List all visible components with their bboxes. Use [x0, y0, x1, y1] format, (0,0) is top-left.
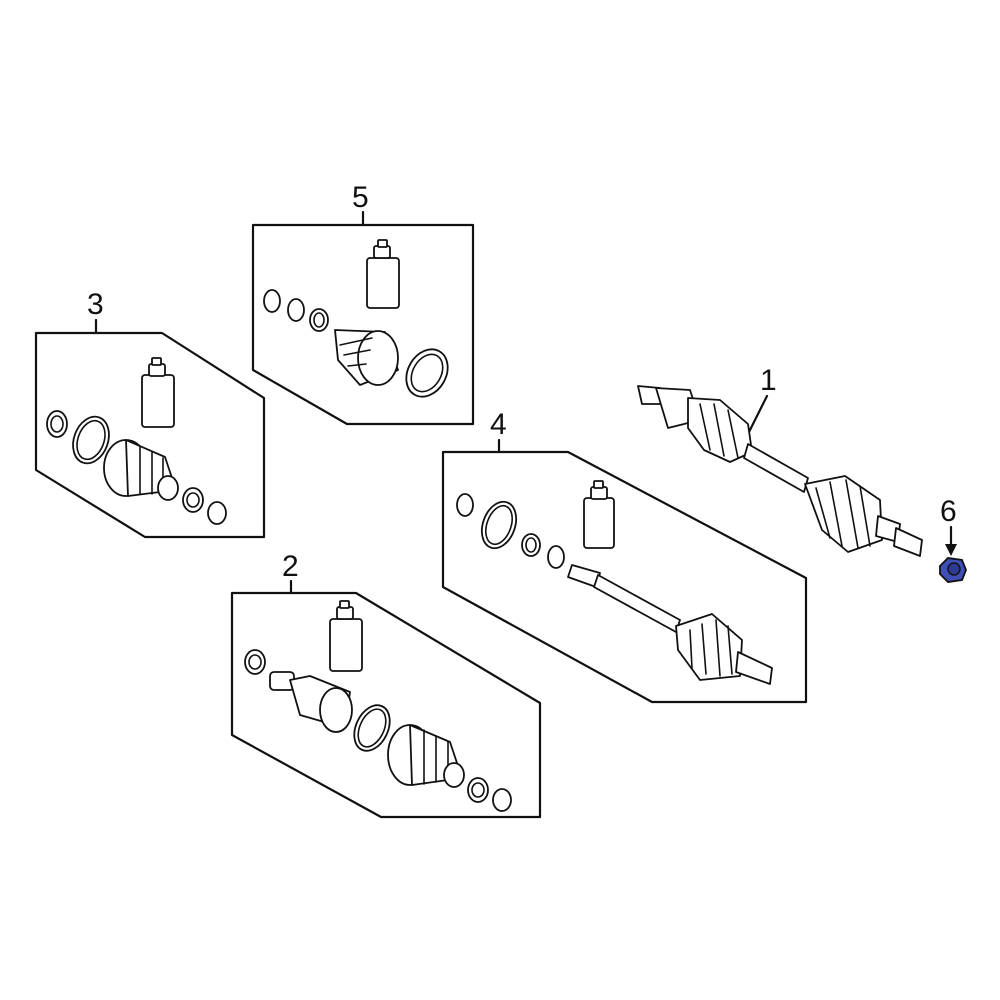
clamp-band-icon	[244, 649, 266, 675]
clamp-band-icon	[467, 777, 489, 803]
boot-ring-icon	[405, 348, 449, 398]
callout-label-3: 3	[87, 288, 104, 321]
callout-label-1: 1	[760, 364, 777, 397]
grease-tube-icon	[329, 600, 363, 672]
axle-nut-6[interactable]: 6	[939, 495, 967, 583]
callout-arrow-6	[945, 544, 957, 556]
axle-shaft-icon	[637, 385, 923, 557]
grease-tube-icon	[366, 239, 400, 309]
grease-tube-icon	[141, 357, 175, 428]
clamp-ring-icon	[287, 298, 305, 322]
clamp-ring-icon	[207, 501, 227, 525]
clamp-ring-icon	[456, 493, 474, 517]
clamp-band-icon	[46, 410, 68, 438]
kit-group-5[interactable]: 5	[251, 181, 475, 426]
kit-frame-3	[34, 331, 266, 539]
boot-ring-icon	[353, 704, 391, 752]
inner-joint-housing-icon	[269, 671, 353, 733]
kit-group-3[interactable]: 3	[34, 288, 266, 539]
callout-label-6: 6	[940, 495, 957, 528]
callout-label-2: 2	[282, 550, 299, 583]
boot-ring-icon	[480, 500, 518, 550]
callout-label-4: 4	[490, 408, 507, 441]
clamp-band-icon	[521, 533, 541, 557]
kit-group-2[interactable]: 2	[230, 550, 542, 819]
clamp-ring-icon	[547, 545, 565, 569]
boot-icon	[387, 724, 465, 788]
kit-frame-5	[251, 223, 475, 426]
clamp-ring-icon	[492, 788, 512, 812]
axle-assembly-1[interactable]: 1	[637, 364, 923, 557]
callout-label-5: 5	[352, 181, 369, 214]
boot-icon	[334, 329, 399, 386]
boot-icon	[103, 439, 179, 501]
clamp-ring-icon	[263, 289, 281, 313]
kit-group-4[interactable]: 4	[441, 408, 808, 704]
kit-frame-4	[441, 450, 808, 704]
hex-nut-icon	[939, 557, 967, 583]
grease-tube-icon	[583, 480, 615, 549]
clamp-band-icon	[182, 487, 204, 513]
clamp-band-icon	[309, 308, 329, 332]
half-shaft-icon	[567, 564, 773, 685]
kit-frame-2	[230, 591, 542, 819]
